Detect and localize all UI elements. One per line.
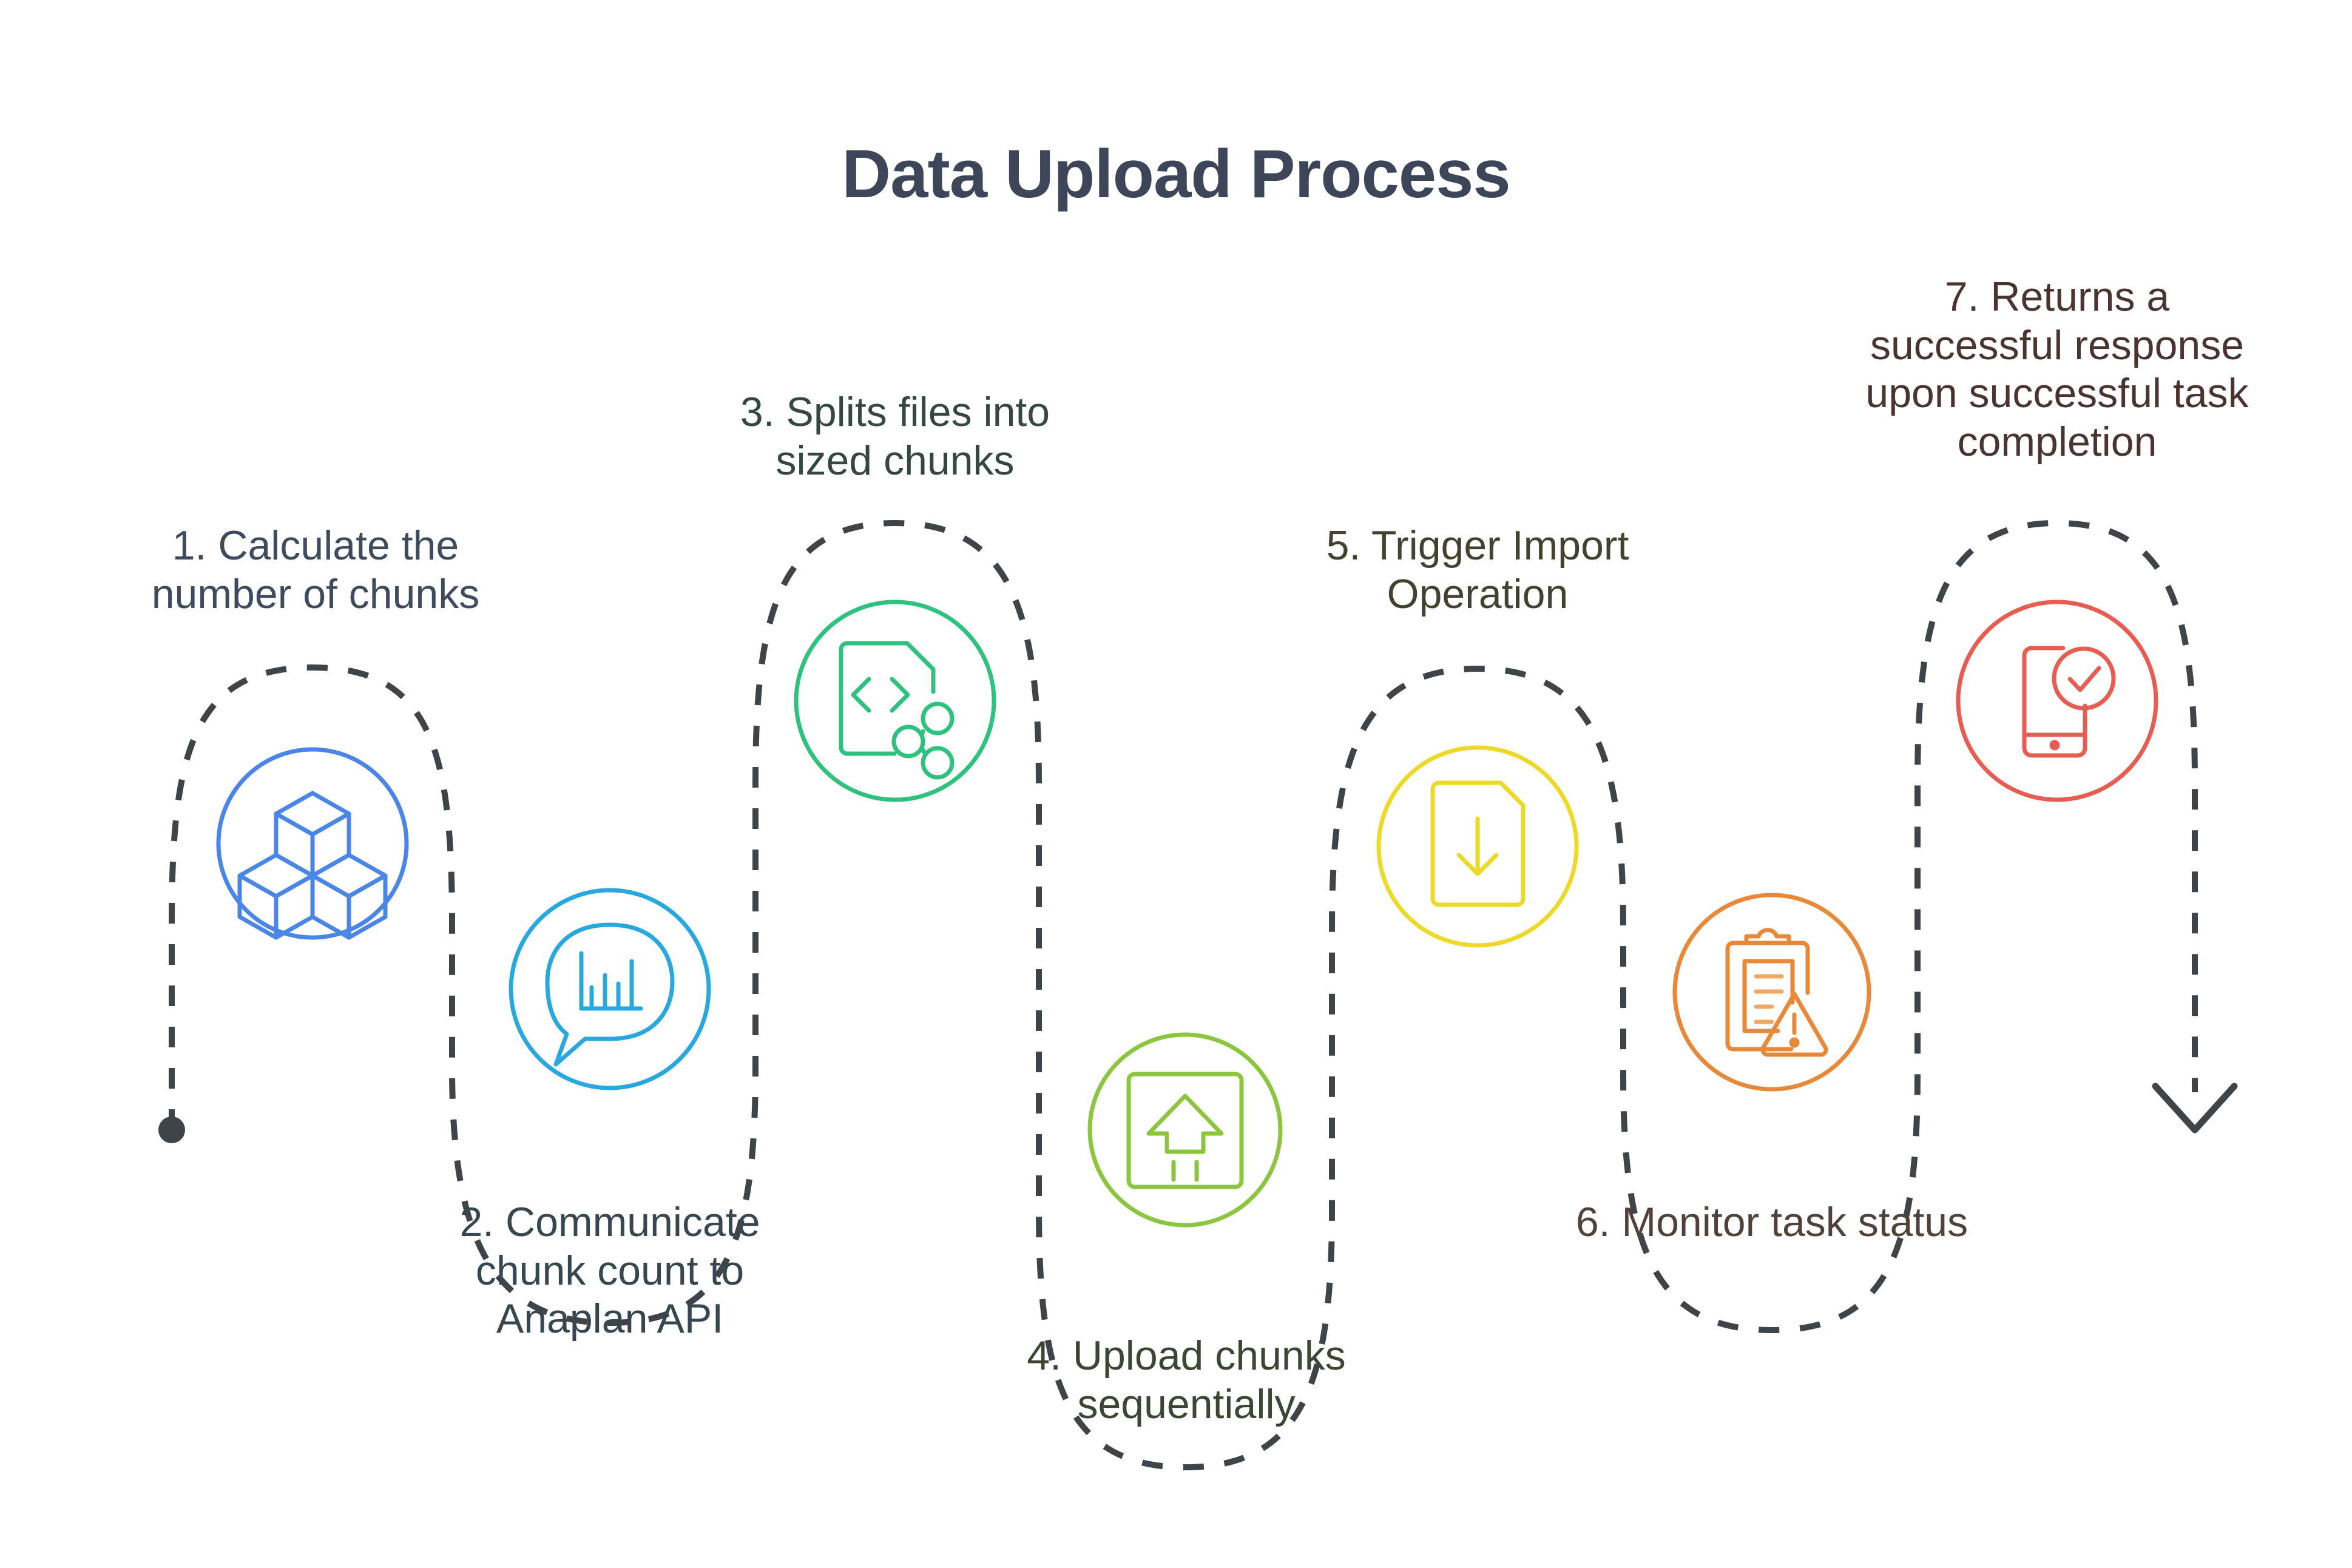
step-2-label: 2. Communicate chunk count to Anaplan AP…	[459, 1199, 760, 1342]
dashed-route	[169, 519, 2198, 1471]
step-1-label: 1. Calculate the number of chunks	[151, 522, 480, 617]
step-7-label: 7. Returns a successful response upon su…	[1865, 274, 2249, 465]
page-title: Data Upload Process	[842, 136, 1510, 212]
step-4-label: 4. Upload chunks sequentially	[1027, 1333, 1346, 1427]
step-5-label: 5. Trigger Import Operation	[1326, 522, 1629, 617]
step-6-label: 6. Monitor task status	[1575, 1199, 1968, 1245]
path-end-arrow-icon	[2152, 1083, 2238, 1134]
step-3-label: 3. Splits files into sized chunks	[740, 389, 1050, 484]
